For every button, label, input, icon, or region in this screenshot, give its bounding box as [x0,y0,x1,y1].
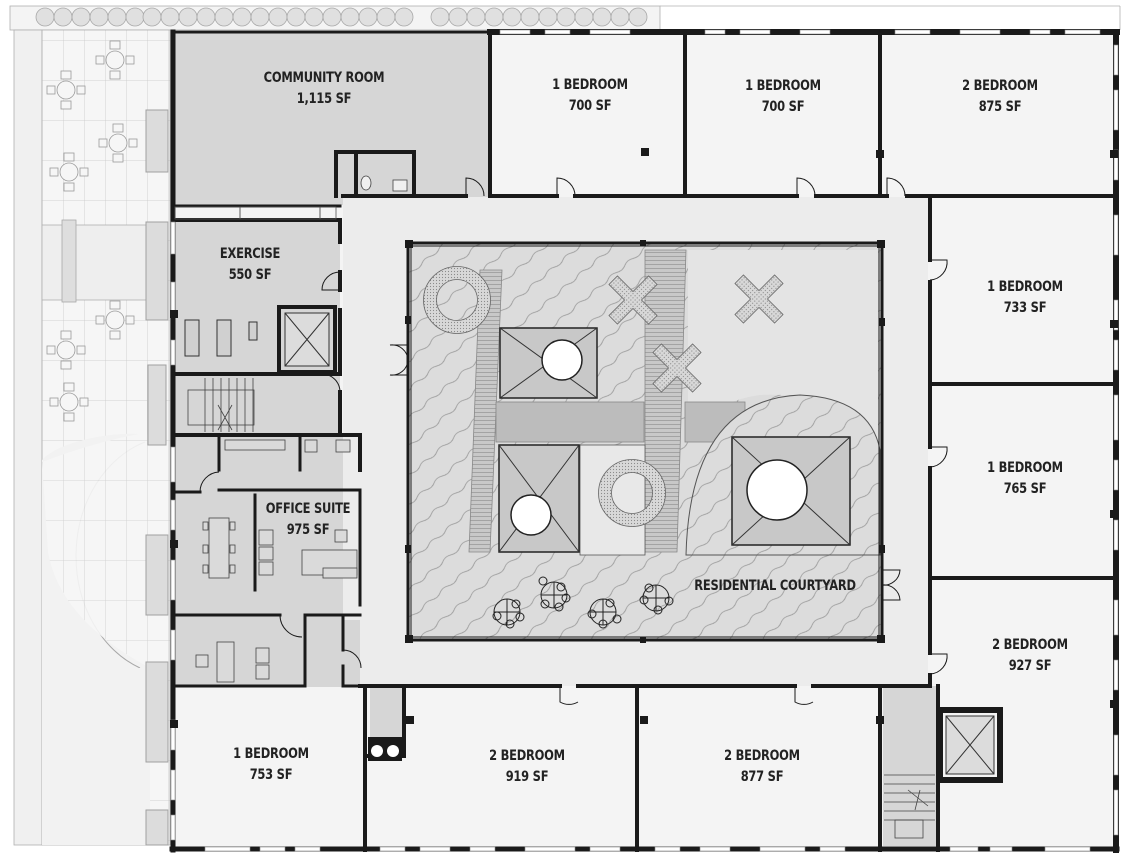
corridor [343,197,928,686]
room-name: 2 BEDROOM [489,748,565,764]
skylight-icon [731,436,851,546]
room-label-unit-2br-875: 2 BEDROOM 875 SF [943,76,1058,118]
room-label-community-room: COMMUNITY ROOM 1,115 SF [242,68,406,110]
room-area: 927 SF [1008,658,1052,674]
courtyard-label: RESIDENTIAL COURTYARD [689,576,861,597]
skylight-icon [499,327,598,399]
elevator-icon [284,312,330,367]
room-area: 753 SF [249,767,293,783]
doors [199,177,948,705]
restroom-fixtures [360,175,408,192]
room-area: 733 SF [1003,300,1047,316]
room-name: 1 BEDROOM [745,78,821,94]
courtyard-name: RESIDENTIAL COURTYARD [694,578,856,594]
room-label-unit-1br-753: 1 BEDROOM 753 SF [214,744,329,786]
room-name: 1 BEDROOM [987,460,1063,476]
room-label-unit-1br-700-b: 1 BEDROOM 700 SF [726,76,841,118]
skylight-icon [498,444,580,553]
room-name: 1 BEDROOM [552,77,628,93]
windows [170,29,1119,852]
courtyard-table-sets [492,576,674,629]
room-label-unit-1br-700-a: 1 BEDROOM 700 SF [533,75,648,117]
room-name: 2 BEDROOM [992,637,1068,653]
elevator-icon [945,715,995,775]
ring-planter-icon [598,459,666,527]
room-name: COMMUNITY ROOM [263,70,385,86]
room-area: 877 SF [740,769,784,785]
room-label-exercise: EXERCISE 550 SF [193,244,308,286]
room-label-unit-1br-733: 1 BEDROOM 733 SF [968,277,1083,319]
room-name: EXERCISE [219,246,281,262]
walls [169,29,1120,853]
room-label-unit-1br-765: 1 BEDROOM 765 SF [968,458,1083,500]
room-name: 2 BEDROOM [724,748,800,764]
ring-planter-icon [423,266,491,334]
room-name: 1 BEDROOM [233,746,309,762]
room-area: 919 SF [505,769,549,785]
room-name: 2 BEDROOM [962,78,1038,94]
room-name: OFFICE SUITE [265,501,351,517]
room-area: 875 SF [978,99,1022,115]
room-area: 765 SF [1003,481,1047,497]
room-area: 550 SF [228,267,272,283]
room-area: 1,115 SF [296,91,352,107]
columns [170,148,1118,728]
plaza-table-sets [46,40,138,422]
stair-icon [187,378,255,432]
exercise-equipment [184,319,258,357]
room-area: 700 SF [761,99,805,115]
kitchenette-counter [174,206,337,220]
room-label-office-suite: OFFICE SUITE 975 SF [259,499,357,541]
x-planter-icon [608,274,784,393]
residential-courtyard [405,240,885,643]
room-label-unit-2br-927: 2 BEDROOM 927 SF [973,635,1088,677]
room-area: 700 SF [568,98,612,114]
room-label-unit-2br-919: 2 BEDROOM 919 SF [470,746,585,788]
street-tree-row [35,7,648,27]
walkway-left [468,269,503,553]
stair-icon [884,774,935,839]
room-name: 1 BEDROOM [987,279,1063,295]
room-label-unit-2br-877: 2 BEDROOM 877 SF [705,746,820,788]
room-area: 975 SF [286,522,330,538]
exterior-plaza [9,5,1121,846]
office-furniture [195,439,358,683]
mechanical-shaft-icon [368,737,402,761]
